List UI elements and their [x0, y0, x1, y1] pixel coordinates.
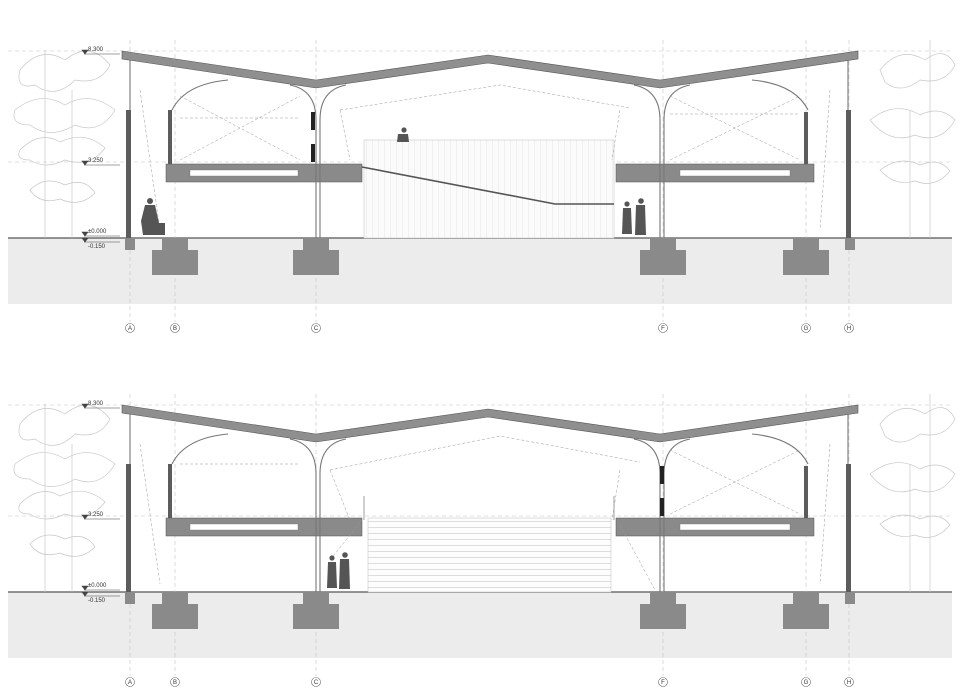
axis-label-h: H [847, 680, 851, 686]
roof [121, 50, 859, 89]
axis-label-a: A [128, 326, 132, 332]
tree-left-icon [13, 404, 116, 592]
grid-axis-markers: A B C F G H [125, 677, 854, 687]
level-ground-label: ±0.000 [88, 229, 107, 235]
level-ground-label: ±0.000 [88, 583, 107, 589]
level-base-label: -0.150 [88, 244, 106, 250]
stair-volume [363, 139, 615, 239]
tree-right-icon [869, 394, 956, 592]
axis-label-c: C [314, 326, 319, 332]
tree-left-icon [13, 50, 116, 238]
columns [129, 58, 849, 238]
walls [126, 110, 851, 238]
stair-ramp [361, 166, 614, 205]
person-silhouette-icon [141, 127, 646, 235]
axis-label-b: B [173, 326, 177, 332]
axis-label-b: B [173, 680, 177, 686]
bracing [139, 84, 831, 231]
axis-label-g: G [804, 680, 809, 686]
axis-label-f: F [661, 326, 665, 332]
person-silhouette-icon [327, 552, 350, 589]
axis-label-a: A [128, 680, 132, 686]
section-drawing-1: 8.300 3.250 ±0.000 -0.150 A B C F G H [8, 40, 956, 333]
axis-label-g: G [804, 326, 809, 332]
level-floor-label: 3.250 [88, 512, 104, 518]
level-marker-icon [81, 49, 120, 243]
axis-label-c: C [314, 680, 319, 686]
section-drawing-2: 8.300 3.250 ±0.000 -0.150 A B C F G H [8, 394, 956, 687]
axis-label-f: F [661, 680, 665, 686]
walls [126, 464, 851, 592]
tiered-stairs [367, 517, 612, 593]
foundations [125, 238, 855, 275]
level-floor-label: 3.250 [88, 158, 104, 164]
windows [311, 112, 315, 162]
axis-label-h: H [847, 326, 851, 332]
level-roof-label: 8.300 [88, 401, 104, 407]
grid-axis-markers: A B C F G H [125, 323, 854, 333]
level-base-label: -0.150 [88, 598, 106, 604]
windows [660, 466, 664, 516]
tree-right-icon [869, 40, 956, 238]
roof [121, 404, 859, 443]
level-roof-label: 8.300 [88, 47, 104, 53]
level-marker-icon [81, 403, 120, 597]
foundations [125, 592, 855, 629]
bracing [139, 435, 831, 591]
